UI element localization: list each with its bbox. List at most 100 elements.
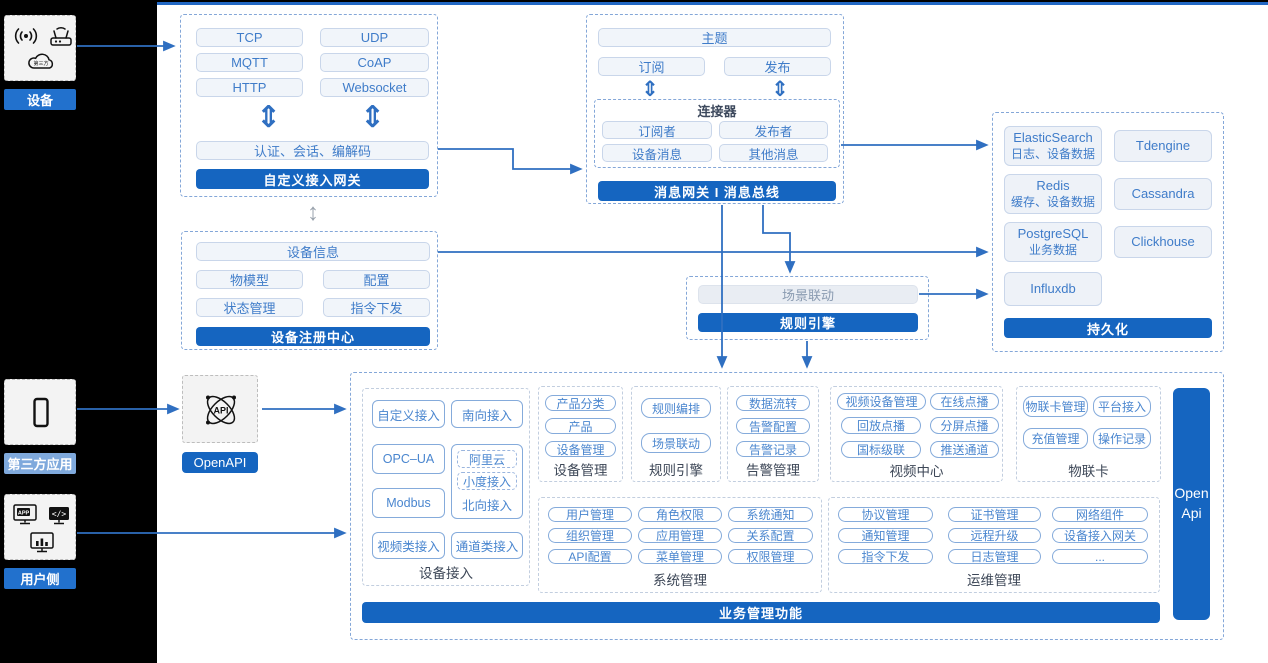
- store-desc: 日志、设备数据: [1010, 146, 1095, 161]
- iotcard-item: 充值管理: [1023, 428, 1088, 449]
- custom-gateway-panel: [180, 14, 438, 197]
- alarm-mgmt-label: 告警管理: [746, 463, 800, 478]
- alarm-mgmt-column: [727, 386, 819, 482]
- top-accent-line: [157, 2, 1268, 5]
- video-item: 国标级联: [841, 441, 921, 458]
- video-item: 视频设备管理: [837, 393, 926, 410]
- sys-item: 菜单管理: [638, 549, 722, 564]
- user-group-box: APP </>: [4, 494, 76, 560]
- ops-mgmt-box: [828, 497, 1160, 593]
- iot-card-column: [1016, 386, 1161, 482]
- cloud-inner-text: 第三方: [33, 60, 48, 67]
- store-name: Cassandra: [1131, 185, 1195, 201]
- rule-item: 场景联动: [641, 433, 711, 453]
- access-item: 自定义接入: [372, 400, 445, 428]
- connector-title: 连接器: [697, 103, 737, 119]
- message-bus-panel: [586, 14, 844, 204]
- access-item: OPC–UA: [372, 444, 445, 474]
- persistence-title-bar: 持久化: [1004, 318, 1212, 338]
- protocol-coap: CoAP: [320, 53, 429, 72]
- openapi-box: API: [182, 375, 258, 443]
- ops-item: 设备接入网关: [1052, 528, 1148, 543]
- store-influxdb: Influxdb: [1004, 272, 1102, 306]
- ops-item: 协议管理: [838, 507, 933, 522]
- business-title-bar: 业务管理功能: [362, 602, 1160, 623]
- business-panel: [350, 372, 1224, 640]
- alarm-item: 告警配置: [736, 418, 810, 434]
- open-api-text: Api: [1181, 505, 1202, 521]
- store-desc: 缓存、设备数据: [1010, 194, 1095, 209]
- iotcard-item: 平台接入: [1093, 396, 1151, 417]
- video-center-label: 视频中心: [889, 464, 944, 479]
- rule-engine-title-bar: 规则引擎: [698, 313, 918, 332]
- ops-item: 证书管理: [948, 507, 1041, 522]
- open-api-vertical-bar: Open Api: [1173, 388, 1210, 620]
- access-item: 南向接入: [451, 400, 523, 428]
- iotcard-item: 操作记录: [1093, 428, 1151, 449]
- sys-item: 组织管理: [548, 528, 632, 543]
- video-center-column: [830, 386, 1003, 482]
- persistence-panel: [992, 112, 1224, 352]
- router-icon: [47, 24, 75, 48]
- open-api-text: Open: [1174, 485, 1209, 502]
- app-monitor-icon: APP: [12, 503, 38, 526]
- device-message-box: 设备消息: [602, 144, 712, 162]
- device-mgmt-column: [538, 386, 623, 482]
- double-arrow-icon: ⇕: [360, 101, 386, 134]
- mgmt-item: 产品分类: [545, 395, 616, 411]
- svg-text:</>: </>: [52, 510, 67, 519]
- code-monitor-icon: </>: [46, 505, 72, 526]
- config-box: 配置: [323, 270, 430, 289]
- sys-item: 关系配置: [728, 528, 813, 543]
- video-item: 分屏点播: [930, 417, 999, 434]
- access-item: Modbus: [372, 488, 445, 518]
- store-name: Redis: [1036, 178, 1070, 194]
- thirdparty-group-label: 第三方应用: [4, 453, 76, 474]
- sys-item: 应用管理: [638, 528, 722, 543]
- rule-engine-column: [631, 386, 721, 482]
- mgmt-item: 设备管理: [545, 441, 616, 457]
- chart-monitor-icon: [28, 531, 56, 555]
- north-sub-item: 小度接入: [457, 472, 517, 490]
- north-sub-item: 阿里云: [457, 450, 517, 468]
- mgmt-item: 产品: [545, 418, 616, 434]
- device-info-box: 设备信息: [196, 242, 430, 261]
- protocol-websocket: Websocket: [320, 78, 429, 97]
- ops-item: 日志管理: [948, 549, 1041, 564]
- device-mgmt-label: 设备管理: [553, 463, 608, 478]
- ops-mgmt-label: 运维管理: [967, 573, 1021, 588]
- state-mgmt-box: 状态管理: [196, 298, 303, 317]
- rule-engine-label: 规则引擎: [649, 463, 703, 478]
- store-postgresql: PostgreSQL 业务数据: [1004, 222, 1102, 262]
- ops-item: 网络组件: [1052, 507, 1148, 522]
- device-group-box: 第三方: [4, 15, 76, 81]
- svg-text:APP: APP: [18, 510, 30, 516]
- ops-item: 通知管理: [838, 528, 933, 543]
- sys-item: 用户管理: [548, 507, 632, 522]
- third-party-cloud-icon: 第三方: [25, 50, 57, 74]
- device-access-label: 设备接入: [419, 566, 473, 581]
- double-arrow-icon: ⇕: [256, 101, 282, 134]
- publish-box: 发布: [724, 57, 831, 76]
- openapi-atom-icon: API: [198, 388, 244, 432]
- store-name: Influxdb: [1030, 280, 1076, 296]
- sys-item: API配置: [548, 549, 632, 564]
- rule-engine-panel: [686, 276, 929, 340]
- video-item: 在线点播: [930, 393, 999, 410]
- svg-text:API: API: [213, 406, 228, 416]
- command-box: 指令下发: [323, 298, 430, 317]
- publisher-box: 发布者: [719, 121, 828, 139]
- access-item: 通道类接入: [451, 532, 523, 559]
- topic-box: 主题: [598, 28, 831, 47]
- iotcard-item: 物联卡管理: [1023, 396, 1088, 417]
- protocol-udp: UDP: [320, 28, 429, 47]
- openapi-label: OpenAPI: [182, 452, 258, 473]
- rule-item: 规则编排: [641, 398, 711, 418]
- double-arrow-icon: ⇕: [771, 78, 789, 101]
- store-name: Clickhouse: [1131, 233, 1195, 249]
- ops-item: 指令下发: [838, 549, 933, 564]
- scene-linkage-box: 场景联动: [698, 285, 918, 304]
- session-codec-box: 认证、会话、编解码: [196, 141, 429, 160]
- video-item: 回放点播: [841, 417, 921, 434]
